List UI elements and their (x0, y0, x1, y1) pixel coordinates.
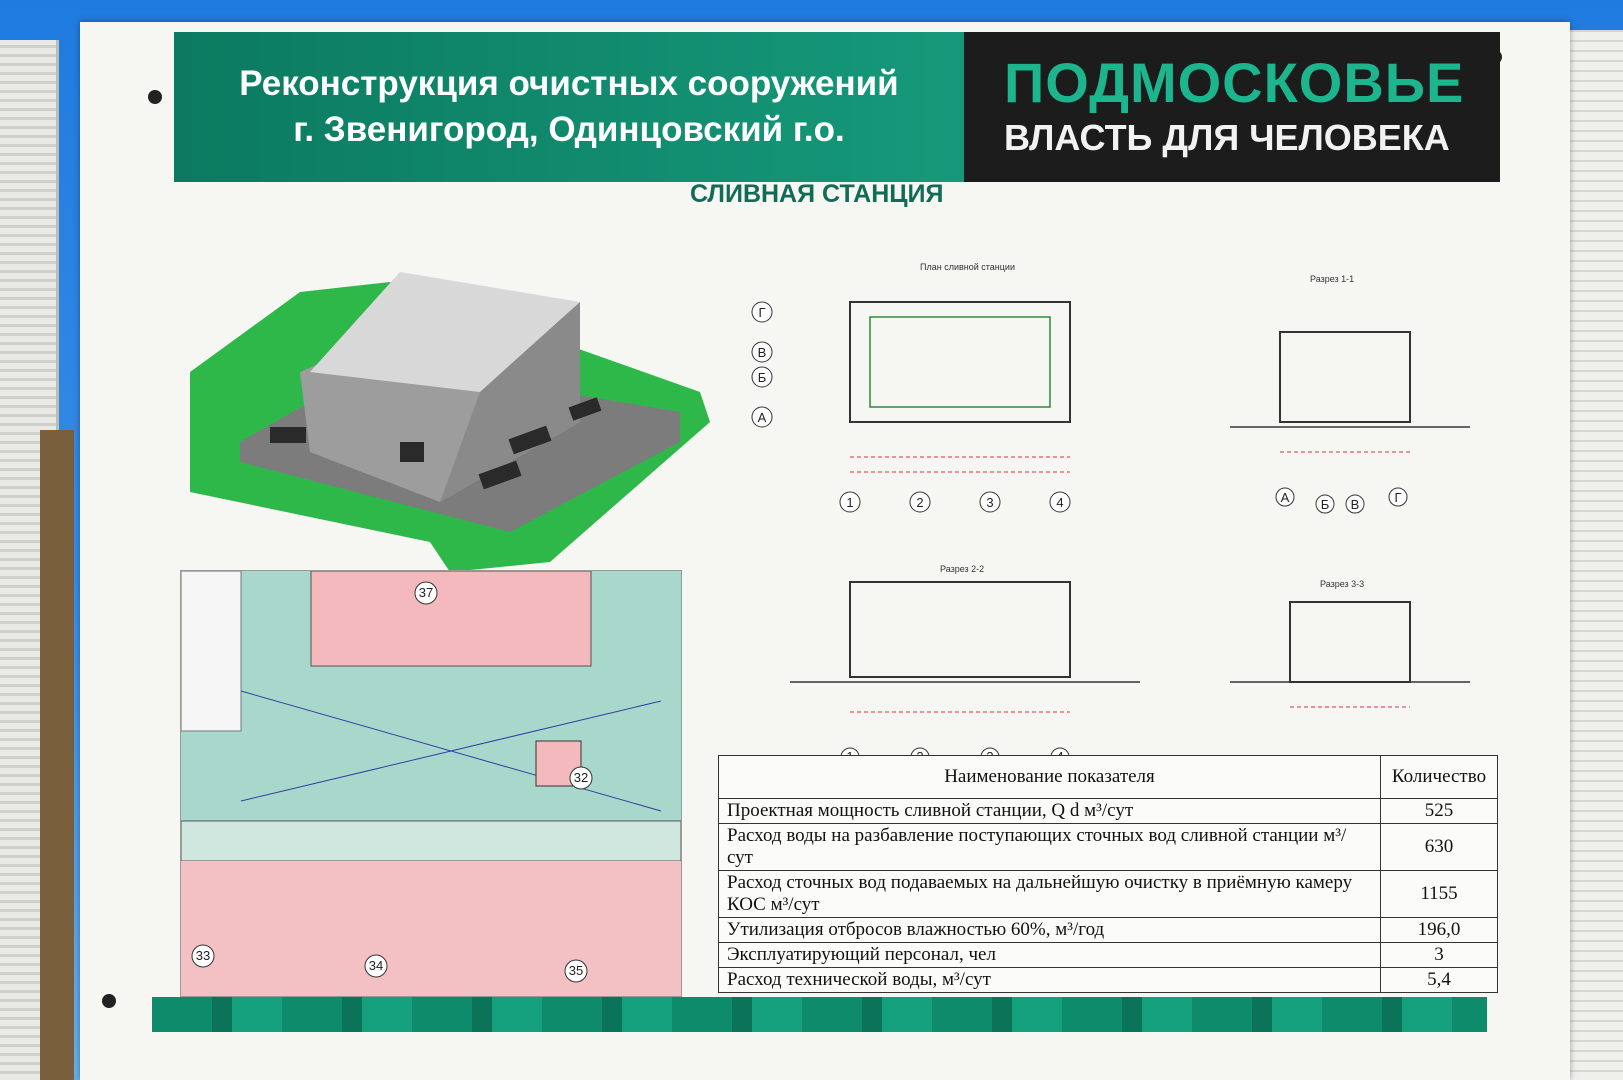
lot-label-circle (364, 954, 388, 978)
row-name: Эксплуатирующий персонал, чел (718, 942, 1381, 968)
row-value: 196,0 (1380, 917, 1498, 943)
site-plan-map: 37 32 33 34 35 (180, 570, 682, 997)
table-row: Расход технической воды, м³/сут 5,4 (718, 967, 1498, 993)
row-name: Расход воды на разбавление поступающих с… (718, 823, 1381, 871)
brand-main-text: ПОДМОСКОВЬЕ (1004, 51, 1465, 114)
plan-pipes (869, 316, 1051, 408)
axis-letter: Г (1394, 490, 1401, 505)
section-2-title: Разрез 2-2 (940, 564, 984, 574)
table-header-name: Наименование показателя (718, 755, 1381, 799)
hatch-icon (270, 427, 306, 443)
row-value: 3 (1380, 942, 1498, 968)
bolt-icon (148, 90, 162, 104)
lot-label-circle (414, 581, 438, 605)
lot-label-circle (569, 766, 593, 790)
hatch-icon (508, 425, 552, 455)
footer-pattern-strip (152, 997, 1487, 1032)
section-1-outline (1279, 331, 1411, 423)
axis-letter: Б (1321, 497, 1330, 512)
building-roof (310, 272, 580, 392)
axis-letter: Г (758, 305, 765, 320)
lower-lot (181, 861, 681, 996)
brand-logo: ПОДМОСКОВЬЕ ВЛАСТЬ ДЛЯ ЧЕЛОВЕКА (1004, 50, 1464, 159)
row-name: Утилизация отбросов влажностью 60%, м³/г… (718, 917, 1381, 943)
building-side (440, 302, 580, 502)
info-board: Реконструкция очистных сооружений г. Зве… (80, 22, 1570, 1080)
axis-letter: В (1351, 497, 1360, 512)
axis-number: 2 (916, 495, 923, 510)
table-header-row: Наименование показателя Количество (718, 755, 1498, 799)
route-line (240, 700, 662, 802)
axis-letter: В (758, 345, 767, 360)
section-3-title: Разрез 3-3 (1320, 579, 1364, 589)
sidewalk (181, 820, 681, 862)
lot-label: 32 (574, 770, 588, 785)
header-banner: Реконструкция очистных сооружений г. Зве… (174, 32, 1500, 182)
lot-label: 37 (419, 585, 433, 600)
table-row: Расход воды на разбавление поступающих с… (718, 823, 1498, 871)
axis-letter: Б (758, 370, 767, 385)
header-title-block: Реконструкция очистных сооружений г. Зве… (174, 32, 964, 182)
hatch-icon (568, 397, 602, 421)
brand-sub-text: ВЛАСТЬ ДЛЯ ЧЕЛОВЕКА (1004, 117, 1450, 158)
technical-drawings: План сливной станции 1 2 3 4 Г В Б А Раз… (751, 262, 1470, 762)
lot-label: 35 (569, 963, 583, 978)
section-3-outline (1289, 601, 1411, 683)
lot-label-circle (191, 944, 215, 968)
site-plan-drawing: 37 32 33 34 35 (181, 571, 681, 996)
table-row: Эксплуатирующий персонал, чел 3 (718, 942, 1498, 968)
lot-label: 33 (196, 948, 210, 963)
wooden-post (40, 430, 74, 1080)
header-title-line1: Реконструкция очистных сооружений (239, 64, 899, 103)
plan-axes: 1 2 3 4 Г В Б А (751, 301, 1071, 513)
section-1-title: Разрез 1-1 (1310, 274, 1354, 284)
station-3d-render (190, 272, 710, 572)
lot-label-circle (564, 959, 588, 983)
plan-outline (849, 301, 1071, 423)
plan-title: План сливной станции (920, 262, 1015, 272)
section-1-axes: А Б В Г (1275, 487, 1408, 514)
row-name: Проектная мощность сливной станции, Q d … (718, 798, 1381, 824)
axis-number: 1 (846, 495, 853, 510)
section-2-outline (849, 581, 1071, 678)
axis-letter: А (758, 410, 767, 425)
table-row: Расход сточных вод подаваемых на дальней… (718, 870, 1498, 918)
hatch-icon (478, 460, 522, 490)
building-lot (310, 571, 592, 667)
door-icon (400, 442, 424, 462)
axis-number: 3 (986, 495, 993, 510)
axis-letter: А (1281, 490, 1290, 505)
indicators-table: Наименование показателя Количество Проек… (718, 755, 1498, 993)
header-title-line2: г. Звенигород, Одинцовский г.о. (293, 110, 845, 149)
bolt-icon (102, 994, 116, 1008)
row-value: 630 (1380, 823, 1498, 871)
table-header-value: Количество (1380, 755, 1498, 799)
table-row: Проектная мощность сливной станции, Q d … (718, 798, 1498, 824)
table-row: Утилизация отбросов влажностью 60%, м³/г… (718, 917, 1498, 943)
lot-label: 34 (369, 958, 383, 973)
row-name: Расход сточных вод подаваемых на дальней… (718, 870, 1381, 918)
axis-number: 4 (1056, 495, 1063, 510)
parking-area (181, 571, 242, 732)
fence-right (1563, 30, 1623, 1080)
page-subtitle: СЛИВНАЯ СТАНЦИЯ (690, 180, 944, 208)
row-name: Расход технической воды, м³/сут (718, 967, 1381, 993)
row-value: 5,4 (1380, 967, 1498, 993)
row-value: 1155 (1380, 870, 1498, 918)
row-value: 525 (1380, 798, 1498, 824)
